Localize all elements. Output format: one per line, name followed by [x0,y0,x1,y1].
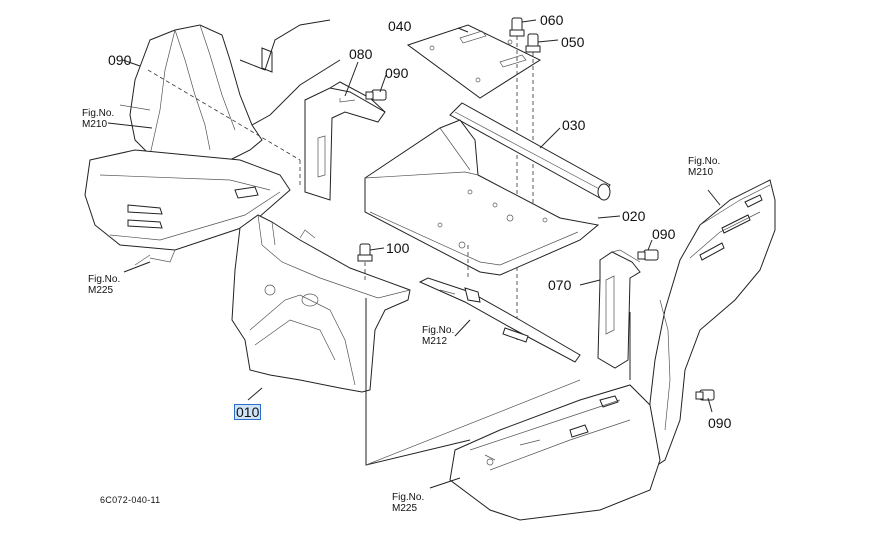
figref-m225-bottom-line2: M225 [392,503,418,514]
callout-080[interactable]: 080 [349,46,373,62]
figref-m225-bottom[interactable]: Fig.No. M225 [392,492,424,514]
fender-left-drawing [119,19,341,169]
panel-010-drawing [231,214,411,393]
figref-m210-right-line1: Fig.No. [688,156,721,167]
bolt-090-mid-drawing [637,249,659,261]
figref-m210-left[interactable]: Fig.No. M210 [82,108,114,130]
figref-m210-left-line1: Fig.No. [82,108,115,119]
figref-m225-left[interactable]: Fig.No. M225 [88,274,120,296]
figref-m210-right[interactable]: Fig.No. M210 [688,156,720,178]
figref-m210-left-line2: M210 [82,119,108,130]
figref-m225-left-line2: M225 [88,285,114,296]
callout-040[interactable]: 040 [388,18,412,34]
frame-m212-drawing [418,277,581,363]
figref-m212-line2: M212 [422,336,448,347]
callout-060[interactable]: 060 [540,12,564,28]
bolt-100-drawing [357,243,373,282]
bolt-090-lower-drawing [695,389,715,401]
figref-m225-bottom-line1: Fig.No. [392,492,425,503]
plate-040-drawing [406,24,542,99]
bracket-070-drawing [597,249,641,369]
callout-070[interactable]: 070 [548,277,572,293]
diagram-code: 6C072-040-11 [100,495,161,505]
figref-m210-right-line2: M210 [688,167,714,178]
floor-left-drawing [84,149,291,266]
floor-bottom-drawing [449,384,661,521]
figref-m212[interactable]: Fig.No. M212 [422,325,454,347]
callout-090-left[interactable]: 090 [108,52,132,68]
figref-m225-left-line1: Fig.No. [88,274,121,285]
callout-090-mid[interactable]: 090 [652,226,676,242]
callout-030[interactable]: 030 [562,117,586,133]
callout-010-selected[interactable]: 010 [234,404,262,420]
rail-030-drawing [449,102,611,201]
callout-090-lower[interactable]: 090 [708,415,732,431]
tray-020-drawing [364,119,600,280]
bolt-090-upper-drawing [365,89,387,101]
bolts-060-050-drawing [509,17,541,53]
callout-020[interactable]: 020 [622,208,646,224]
callout-090-upper[interactable]: 090 [385,65,409,81]
figref-m212-line1: Fig.No. [422,325,455,336]
callout-050[interactable]: 050 [561,34,585,50]
fender-right-drawing [647,179,776,471]
bracket-080-drawing [304,81,386,201]
callout-100[interactable]: 100 [386,240,410,256]
